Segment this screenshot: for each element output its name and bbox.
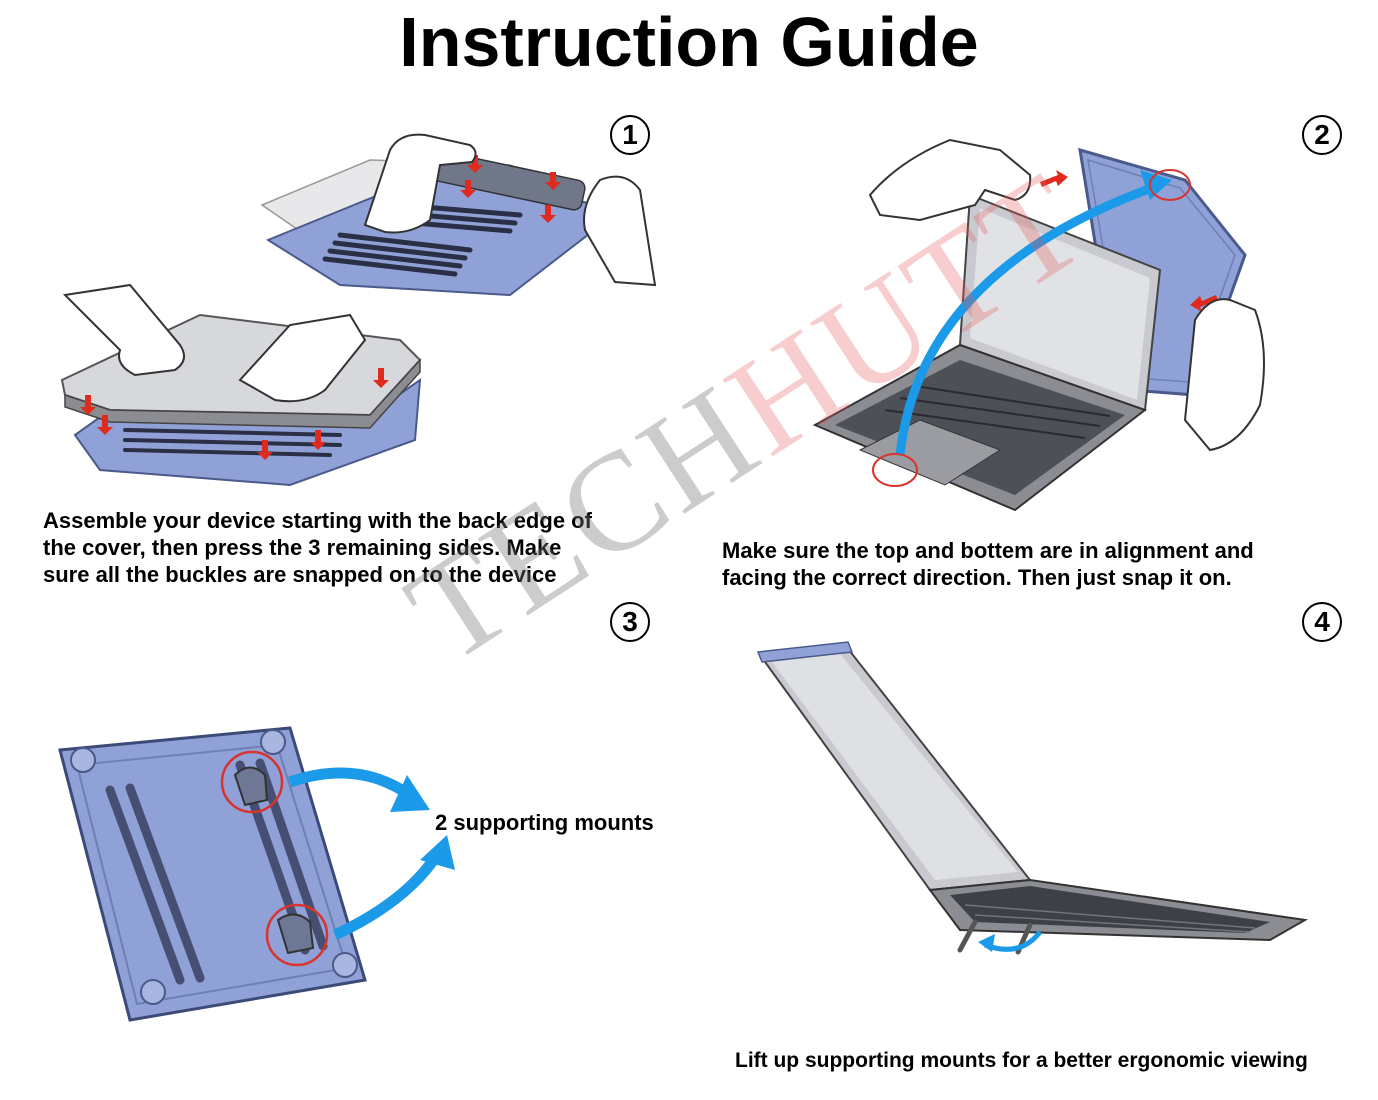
press-arrows-upper [460, 155, 561, 223]
hands-upper [363, 133, 657, 287]
step-4-caption: Lift up supporting mounts for a better e… [735, 1049, 1308, 1072]
mount-arrow-top-head [390, 775, 430, 812]
lift-arrow-head [978, 934, 995, 952]
step-1-badge: 1 [610, 115, 650, 155]
hands [868, 138, 1265, 452]
hands-lower [62, 283, 367, 403]
step-3-label: 2 supporting mounts [435, 810, 654, 835]
mount-arrow-bottom-head [420, 835, 455, 870]
step-2-illustration [812, 138, 1265, 512]
step-2-badge: 2 [1302, 115, 1342, 155]
step-1-caption: Assemble your device starting with the b… [43, 507, 592, 588]
caption-line: Make sure the top and bottem are in alig… [722, 538, 1254, 563]
press-arrows-lower [80, 368, 389, 460]
caption-line: the cover, then press the 3 remaining si… [43, 535, 562, 560]
mount-arrow-top [288, 767, 408, 797]
case-bottom-upper [260, 149, 623, 297]
mount-arrow-bottom [332, 847, 445, 940]
alignment-marker-top [1149, 169, 1191, 201]
snap-arrow-right [1190, 295, 1218, 312]
step-2-caption: Make sure the top and bottem are in alig… [722, 537, 1254, 591]
page-title: Instruction Guide [399, 3, 979, 81]
caption-line: sure all the buckles are snapped on to t… [43, 562, 557, 587]
laptop-raised [756, 641, 1309, 942]
caption-line: Assemble your device starting with the b… [43, 508, 592, 533]
step-4-badge: 4 [1302, 602, 1342, 642]
alignment-arrow-head [1140, 170, 1172, 200]
snap-arrow-top [1040, 170, 1068, 187]
alignment-arrow [895, 180, 1162, 456]
support-mount-top [220, 750, 284, 814]
step-3-illustration [58, 726, 455, 1022]
step-4-illustration [756, 641, 1309, 955]
support-mount-bottom [265, 903, 329, 967]
caption-line: facing the correct direction. Then just … [722, 565, 1232, 590]
step-3-badge: 3 [610, 602, 650, 642]
step-1-illustration [60, 133, 657, 487]
alignment-marker-bottom [872, 453, 918, 487]
